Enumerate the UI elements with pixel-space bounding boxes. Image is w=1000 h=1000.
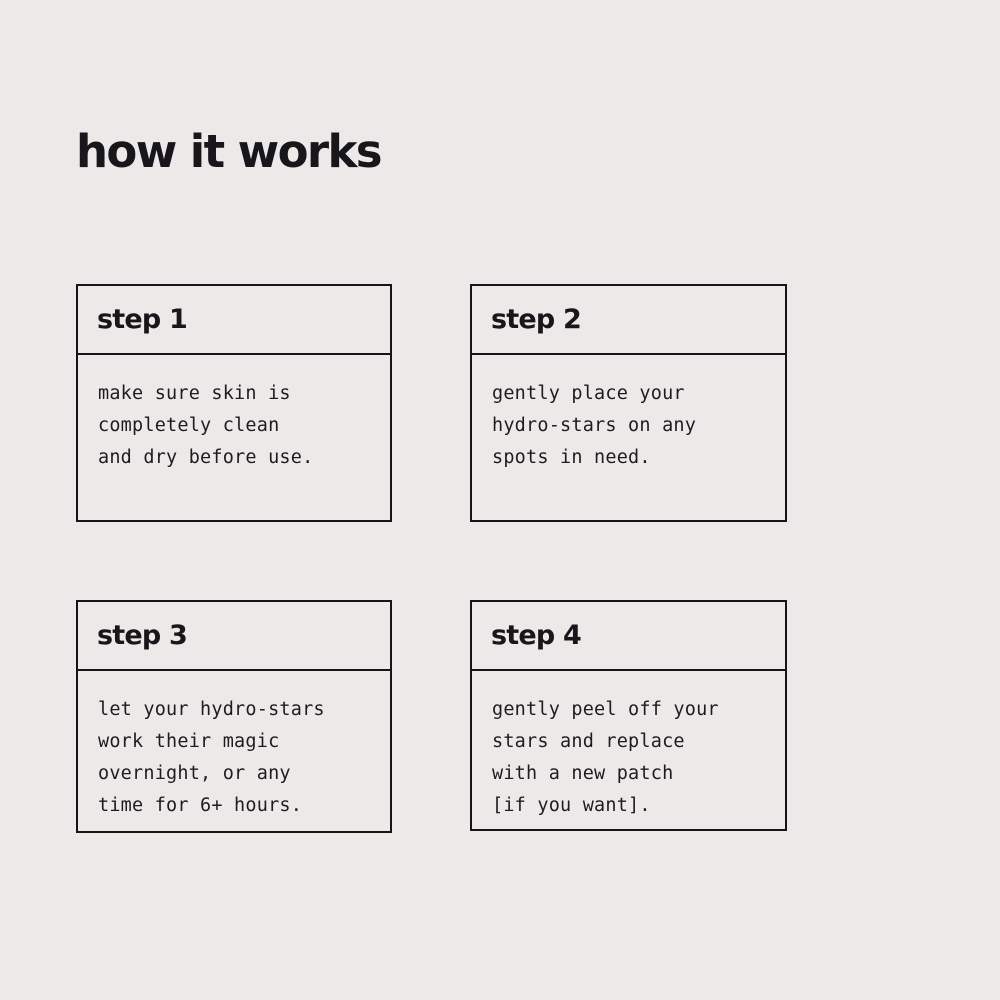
step-card-1-label: step 1 xyxy=(97,304,188,335)
step-card-1-header: step 1 xyxy=(78,286,390,355)
step-card-1-text: make sure skin is completely clean and d… xyxy=(98,383,314,468)
step-card-4-body: gently peel off your stars and replace w… xyxy=(472,671,785,832)
step-card-1-body: make sure skin is completely clean and d… xyxy=(78,355,390,520)
step-card-1: step 1 make sure skin is completely clea… xyxy=(76,284,392,522)
step-card-2-header: step 2 xyxy=(472,286,785,355)
step-card-4-label: step 4 xyxy=(491,620,582,651)
step-card-2: step 2 gently place your hydro-stars on … xyxy=(470,284,787,522)
step-card-2-body: gently place your hydro-stars on any spo… xyxy=(472,355,785,520)
step-card-2-label: step 2 xyxy=(491,304,582,335)
step-card-3-header: step 3 xyxy=(78,602,390,671)
step-card-4-text: gently peel off your stars and replace w… xyxy=(492,699,719,816)
step-card-3: step 3 let your hydro-stars work their m… xyxy=(76,600,392,833)
step-card-3-body: let your hydro-stars work their magic ov… xyxy=(78,671,390,832)
page-title: how it works xyxy=(76,125,383,179)
step-card-3-label: step 3 xyxy=(97,620,188,651)
step-card-2-text: gently place your hydro-stars on any spo… xyxy=(492,383,697,468)
step-card-4: step 4 gently peel off your stars and re… xyxy=(470,600,787,831)
step-card-3-text: let your hydro-stars work their magic ov… xyxy=(98,699,325,816)
step-card-4-header: step 4 xyxy=(472,602,785,671)
